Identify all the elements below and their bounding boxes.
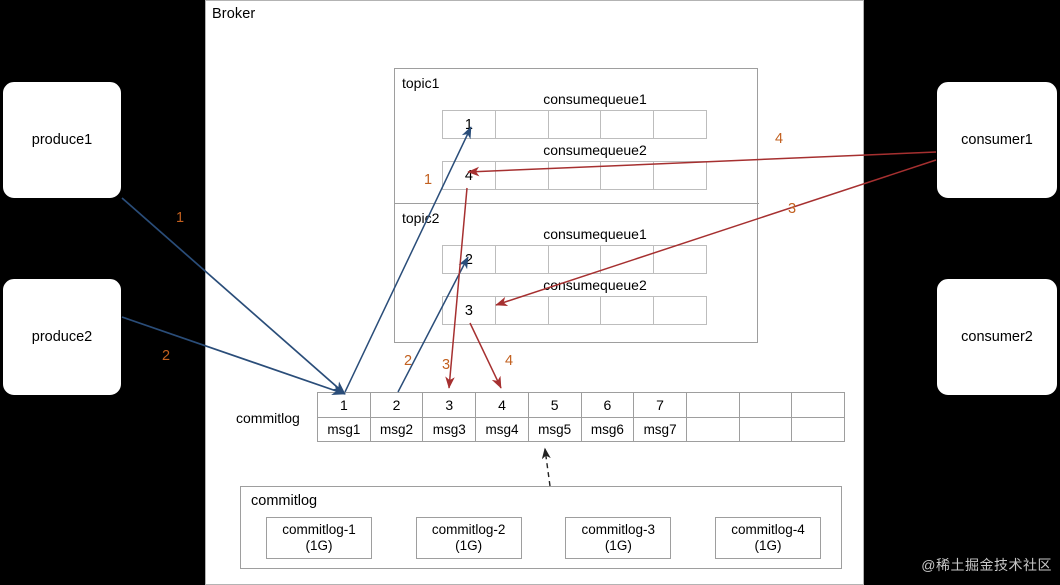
- topic-section-2: topic2 consumequeue1 2 consumequeue2 3: [395, 204, 759, 344]
- queue-cell[interactable]: [547, 110, 602, 139]
- queue-row-topic2-cq1[interactable]: 2: [442, 245, 707, 274]
- queue-cell[interactable]: 4: [442, 161, 496, 190]
- commitlog-column[interactable]: [685, 392, 740, 443]
- node-consumer2[interactable]: consumer2: [936, 278, 1058, 396]
- commitlog-column[interactable]: [791, 392, 846, 443]
- topic-label-1: topic1: [402, 75, 440, 91]
- topic-section-1: topic1 consumequeue1 1 consumequeue2 4: [395, 69, 759, 204]
- commitlog-column[interactable]: [738, 392, 793, 443]
- queue-cell[interactable]: [653, 296, 707, 325]
- commitlog-offset-cell[interactable]: [685, 392, 740, 418]
- commitlog-message-cell[interactable]: msg3: [422, 416, 477, 442]
- queue-cell[interactable]: [600, 161, 655, 190]
- node-consumer1[interactable]: consumer1: [936, 81, 1058, 199]
- commitlog-file-size: (1G): [754, 538, 782, 553]
- commitlog-file-name: commitlog-4: [731, 522, 805, 538]
- queue-row-topic1-cq1[interactable]: 1: [442, 110, 707, 139]
- commitlog-file-card[interactable]: commitlog-4(1G): [714, 517, 821, 559]
- commitlog-offset-cell[interactable]: 1: [317, 392, 371, 418]
- topics-container: topic1 consumequeue1 1 consumequeue2 4 t…: [394, 68, 759, 344]
- commitlog-file-card[interactable]: commitlog-2(1G): [415, 517, 522, 559]
- commitlog-file-name: commitlog-3: [581, 522, 656, 538]
- commitlog-file-size: (1G): [604, 538, 632, 553]
- queue-cell[interactable]: [600, 296, 655, 325]
- commitlog-message-cell[interactable]: msg5: [527, 416, 582, 442]
- queue-cell[interactable]: 3: [442, 296, 496, 325]
- commitlog-message-cell[interactable]: [738, 416, 793, 442]
- commitlog-offset-cell[interactable]: [791, 392, 846, 418]
- watermark: @稀土掘金技术社区: [921, 557, 1052, 573]
- queue-cell[interactable]: [600, 245, 655, 274]
- queue-title-topic1-cq1: consumequeue1: [543, 91, 647, 107]
- commitlog-files-container: commitlog commitlog-1(1G)commitlog-2(1G)…: [240, 486, 842, 569]
- queue-cell[interactable]: [494, 161, 549, 190]
- queue-cell[interactable]: 2: [442, 245, 496, 274]
- arrow-step-label-consume-topic2-cq2: 3: [788, 201, 797, 217]
- commitlog-offset-cell[interactable]: 2: [369, 392, 424, 418]
- queue-cell[interactable]: [547, 296, 602, 325]
- commitlog-files-title: commitlog: [251, 493, 318, 509]
- queue-cell[interactable]: [494, 245, 549, 274]
- commitlog-offset-cell[interactable]: 7: [633, 392, 687, 418]
- commitlog-message-cell[interactable]: msg6: [580, 416, 635, 442]
- node-produce2[interactable]: produce2: [2, 278, 122, 396]
- commitlog-message-cell[interactable]: [791, 416, 846, 442]
- commitlog-message-cell[interactable]: msg1: [317, 416, 371, 442]
- commitlog-file-size: (1G): [305, 538, 333, 553]
- commitlog-offset-cell[interactable]: [738, 392, 793, 418]
- commitlog-message-cell[interactable]: [685, 416, 740, 442]
- queue-cell[interactable]: [653, 110, 707, 139]
- queue-row-topic2-cq2[interactable]: 3: [442, 296, 707, 325]
- queue-cell[interactable]: [653, 161, 707, 190]
- queue-row-topic1-cq2[interactable]: 4: [442, 161, 707, 190]
- queue-cell[interactable]: [494, 296, 549, 325]
- arrow-step-label-produce2-step: 2: [162, 348, 171, 364]
- queue-cell[interactable]: [494, 110, 549, 139]
- commitlog-offset-cell[interactable]: 5: [527, 392, 582, 418]
- commitlog-message-cell[interactable]: msg4: [475, 416, 529, 442]
- queue-cell[interactable]: [653, 245, 707, 274]
- arrow-step-label-dispatch-topic1-cq1: 1: [424, 172, 433, 188]
- commitlog-offset-cell[interactable]: 6: [580, 392, 635, 418]
- commitlog-message-cell[interactable]: msg7: [633, 416, 687, 442]
- commitlog-offset-cell[interactable]: 4: [475, 392, 529, 418]
- arrow-step-label-consume-topic1-cq2: 4: [775, 131, 784, 147]
- queue-cell[interactable]: 1: [442, 110, 496, 139]
- commitlog-file-name: commitlog-1: [282, 522, 356, 538]
- queue-cell[interactable]: [600, 110, 655, 139]
- arrow-step-label-dispatch-topic2-cq2: 3: [442, 357, 451, 373]
- topic-label-2: topic2: [402, 210, 440, 226]
- commitlog-file-name: commitlog-2: [431, 522, 506, 538]
- queue-title-topic2-cq1: consumequeue1: [543, 226, 647, 242]
- commitlog-files-row: commitlog-1(1G)commitlog-2(1G)commitlog-…: [266, 517, 821, 559]
- commitlog-file-card[interactable]: commitlog-3(1G): [565, 517, 672, 559]
- node-produce1[interactable]: produce1: [2, 81, 122, 199]
- queue-title-topic2-cq2: consumequeue2: [543, 277, 647, 293]
- broker-title: Broker: [212, 6, 256, 22]
- arrow-step-label-produce1-step: 1: [176, 210, 185, 226]
- commitlog-table-label: commitlog: [236, 410, 300, 426]
- commitlog-offset-cell[interactable]: 3: [422, 392, 477, 418]
- arrow-step-label-dispatch-topic2-cq1: 2: [404, 353, 413, 369]
- commitlog-file-card[interactable]: commitlog-1(1G): [266, 517, 372, 559]
- commitlog-message-cell[interactable]: msg2: [369, 416, 424, 442]
- arrow-step-label-dispatch-topic1-cq2: 4: [505, 353, 514, 369]
- queue-cell[interactable]: [547, 161, 602, 190]
- queue-title-topic1-cq2: consumequeue2: [543, 142, 647, 158]
- queue-cell[interactable]: [547, 245, 602, 274]
- commitlog-file-size: (1G): [455, 538, 483, 553]
